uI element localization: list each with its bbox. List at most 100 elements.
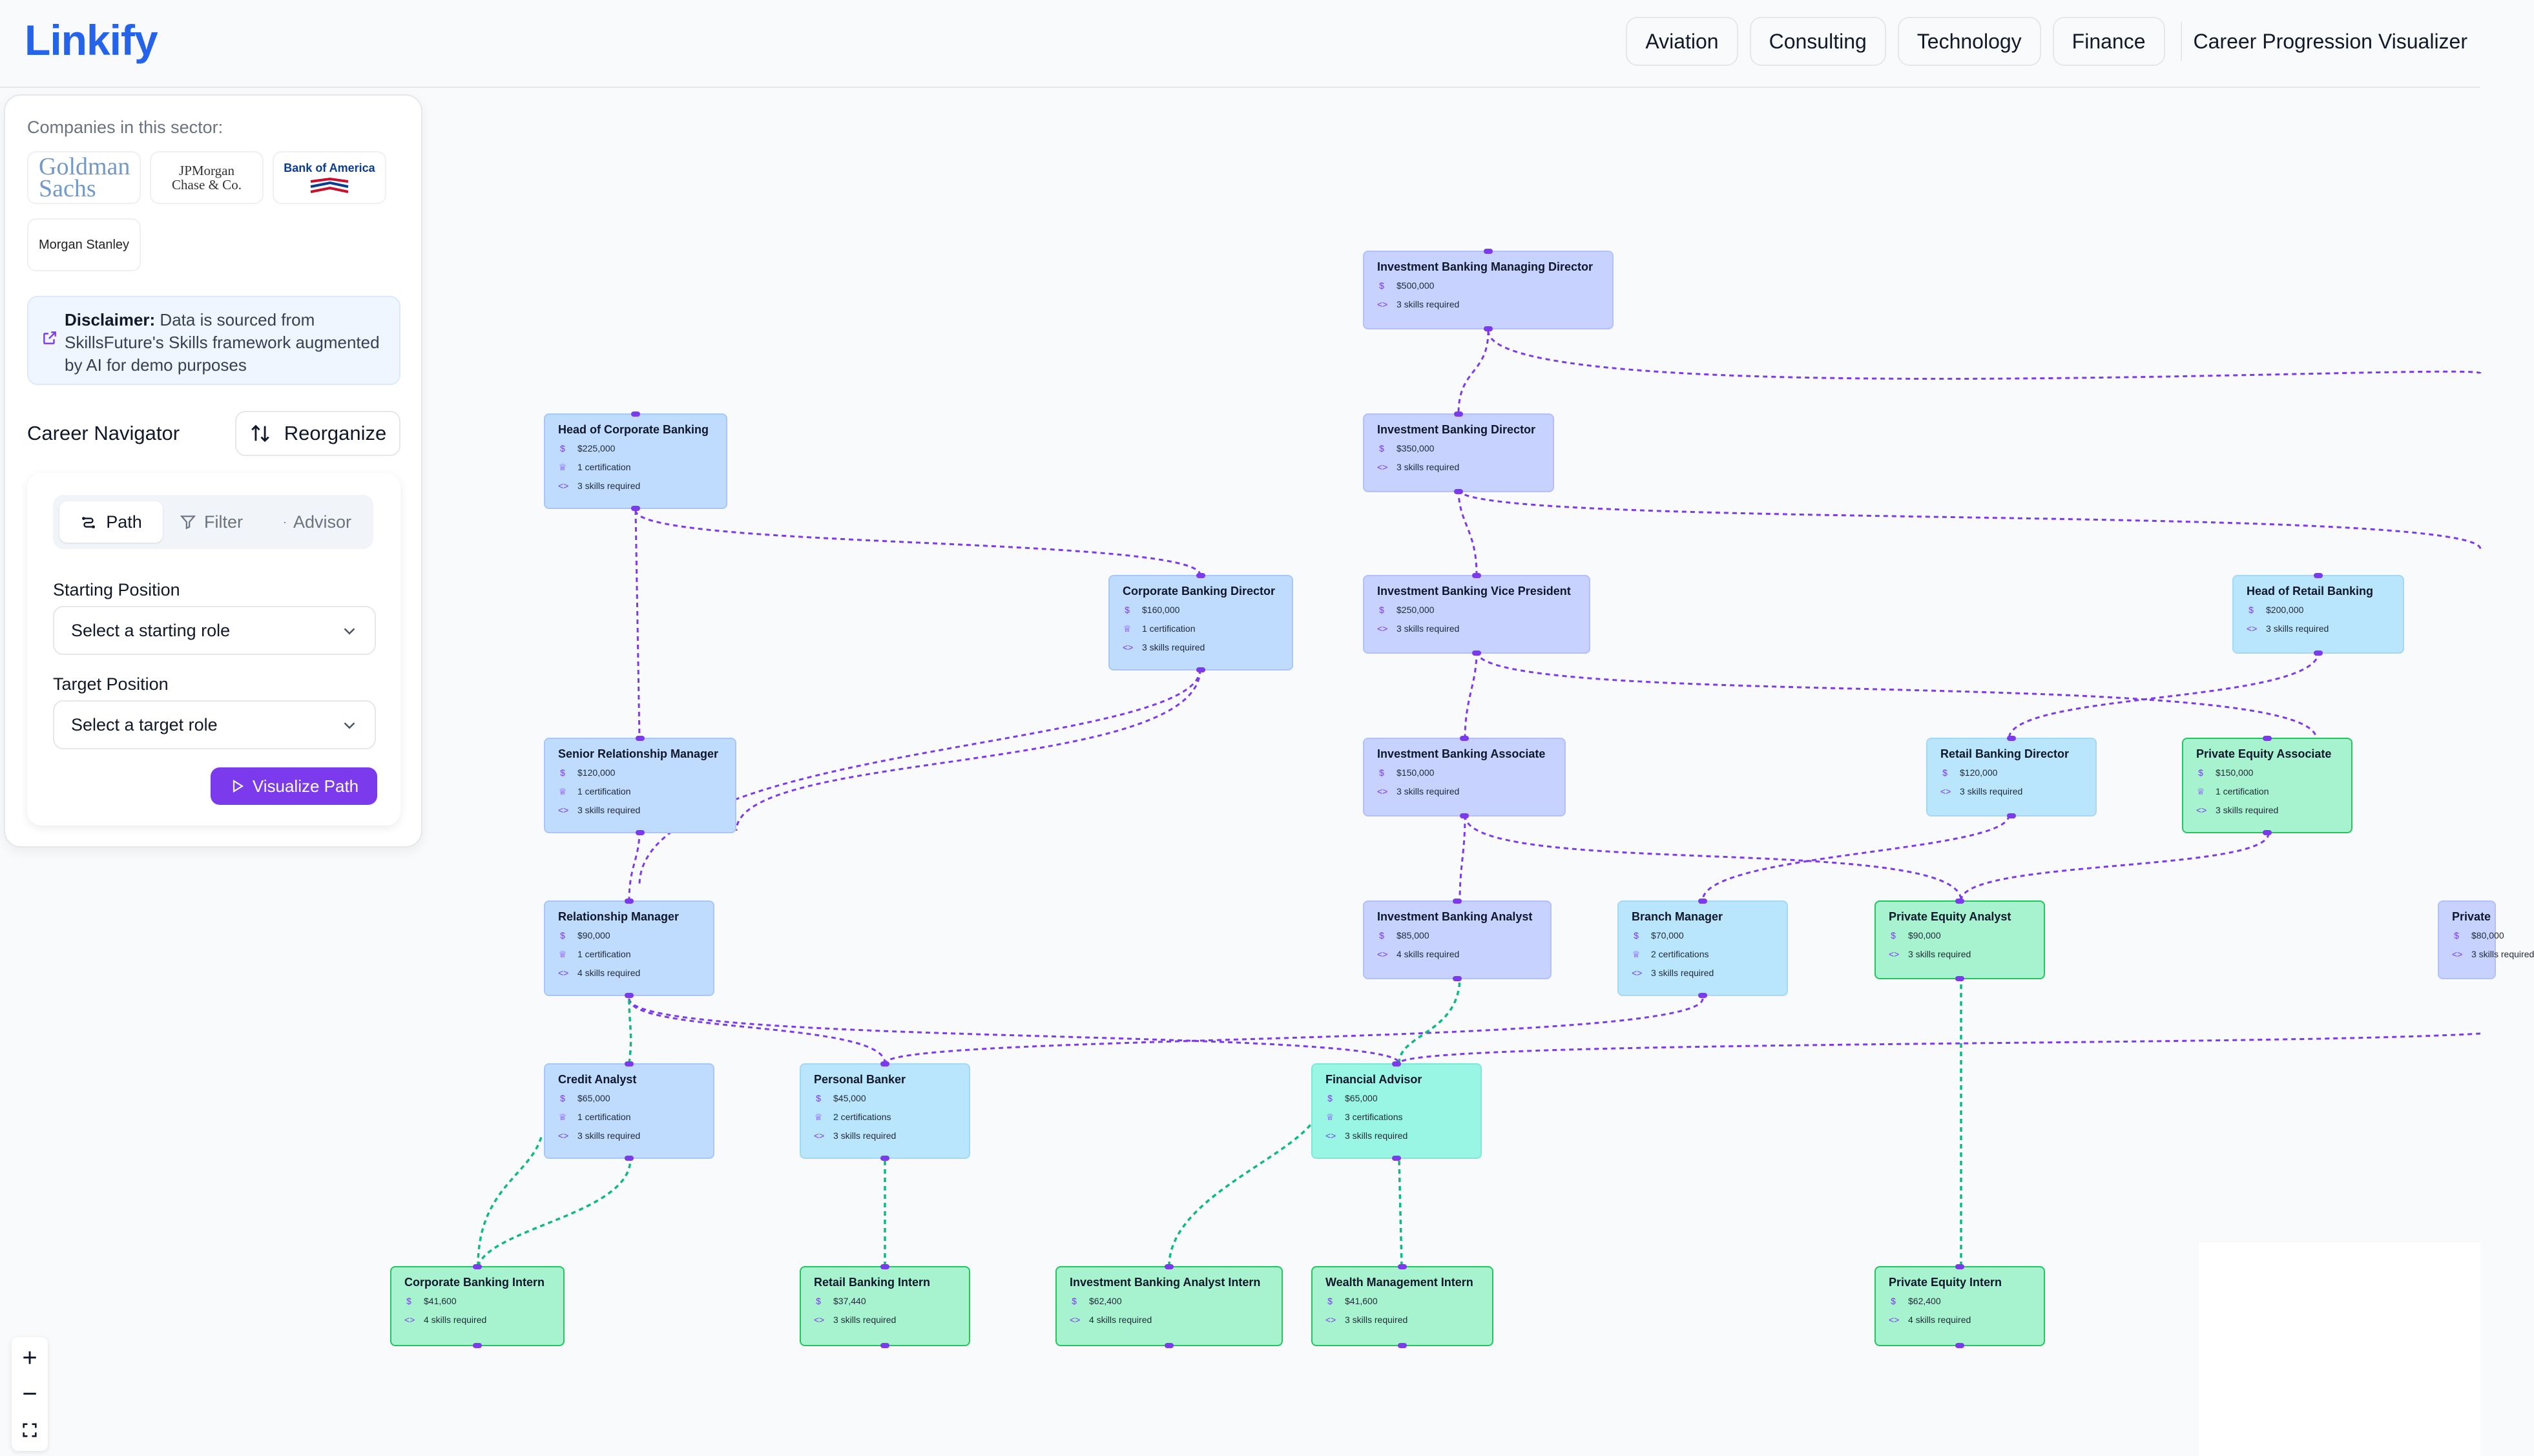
starting-role-select[interactable]: Select a starting role	[53, 606, 376, 655]
bottom-handle[interactable]	[625, 1156, 634, 1161]
bottom-handle[interactable]	[625, 993, 634, 998]
tab-filter[interactable]: Filter	[180, 501, 243, 543]
top-handle[interactable]	[636, 736, 645, 741]
top-handle[interactable]	[1955, 1264, 1964, 1269]
bottom-handle[interactable]	[880, 1156, 889, 1161]
node-wealth-management-intern[interactable]: Wealth Management Intern $$41,600 <>3 sk…	[1311, 1264, 1493, 1348]
node-private-equity-intern[interactable]: Private Equity Intern $$62,400 <>4 skill…	[1875, 1264, 2045, 1348]
nav-finance-button[interactable]: Finance	[2052, 17, 2165, 66]
node-corporate-banking-director[interactable]: Corporate Banking Director $$160,000 ♕1 …	[1108, 573, 1293, 672]
top-handle[interactable]	[1196, 573, 1205, 578]
bottom-handle[interactable]	[1698, 993, 1707, 998]
top-handle[interactable]	[2263, 736, 2272, 741]
nav-aviation-button[interactable]: Aviation	[1626, 17, 1738, 66]
top-handle[interactable]	[2314, 573, 2323, 578]
bottom-handle[interactable]	[1454, 489, 1463, 494]
top-handle[interactable]	[1392, 1061, 1401, 1066]
tab-path[interactable]: Path	[59, 501, 163, 543]
bottom-handle[interactable]	[1398, 1343, 1407, 1348]
code-icon: <>	[2196, 805, 2207, 815]
app-logo[interactable]: Linkify	[25, 16, 158, 64]
top-header: Linkify Aviation Consulting Technology F…	[0, 0, 2480, 88]
bottom-handle[interactable]	[1196, 667, 1205, 672]
edge	[628, 830, 641, 901]
node-retail-banking-director[interactable]: Retail Banking Director $$120,000 <>3 sk…	[1926, 736, 2097, 818]
node-branch-manager[interactable]: Branch Manager $$70,000 ♕2 certification…	[1617, 899, 1788, 998]
node-relationship-manager[interactable]: Relationship Manager $$90,000 ♕1 certifi…	[544, 899, 714, 998]
top-handle[interactable]	[2007, 736, 2016, 741]
reorganize-button[interactable]: Reorganize	[235, 411, 400, 456]
bottom-handle[interactable]	[1955, 1343, 1964, 1348]
node-personal-banker[interactable]: Personal Banker $$45,000 ♕2 certificatio…	[800, 1061, 970, 1161]
node-salary: $$62,400	[1889, 1295, 2044, 1307]
bottom-handle[interactable]	[1955, 976, 1964, 981]
top-handle[interactable]	[473, 1264, 482, 1269]
node-salary: $$65,000	[1325, 1092, 1480, 1105]
node-head-of-retail-banking[interactable]: Head of Retail Banking $$200,000 <>3 ski…	[2232, 573, 2404, 656]
visualize-path-button[interactable]: Visualize Path	[211, 767, 377, 805]
node-salary: $$350,000	[1377, 442, 1553, 455]
target-role-select[interactable]: Select a target role	[53, 700, 376, 749]
node-financial-advisor[interactable]: Financial Advisor $$65,000 ♕3 certificat…	[1311, 1061, 1482, 1161]
code-icon: <>	[1377, 949, 1388, 959]
node-investment-banking-director[interactable]: Investment Banking Director $$350,000 <>…	[1363, 411, 1554, 494]
bottom-handle[interactable]	[1472, 650, 1481, 656]
bottom-handle[interactable]	[2314, 650, 2323, 656]
nav-consulting-button[interactable]: Consulting	[1749, 17, 1886, 66]
bottom-handle[interactable]	[631, 506, 640, 511]
zoom-out-button[interactable]: −	[22, 1379, 37, 1408]
node-retail-banking-intern[interactable]: Retail Banking Intern $$37,440 <>3 skill…	[800, 1264, 970, 1348]
top-handle[interactable]	[631, 411, 640, 417]
company-logo-bank-of-america[interactable]: Bank of America	[273, 151, 386, 204]
company-logo-morgan-stanley[interactable]: Morgan Stanley	[27, 218, 141, 271]
node-private-partial[interactable]: Private $$80,000 <>3 skills required	[2438, 900, 2534, 979]
node-investment-banking-analyst-intern[interactable]: Investment Banking Analyst Intern $$62,4…	[1055, 1264, 1283, 1348]
node-certifications: ♕1 certification	[2196, 785, 2351, 798]
bottom-handle[interactable]	[1392, 1156, 1401, 1161]
bottom-handle[interactable]	[1460, 813, 1469, 818]
top-handle[interactable]	[625, 1061, 634, 1066]
top-handle[interactable]	[1484, 249, 1493, 254]
node-senior-relationship-manager[interactable]: Senior Relationship Manager $$120,000 ♕1…	[544, 736, 736, 835]
bottom-handle[interactable]	[2007, 813, 2016, 818]
bottom-handle[interactable]	[1484, 326, 1493, 331]
bottom-handle[interactable]	[1165, 1343, 1174, 1348]
node-investment-banking-managing-director[interactable]: Investment Banking Managing Director $$5…	[1363, 249, 1614, 331]
cert-value: 3 certifications	[1345, 1112, 1403, 1122]
top-handle[interactable]	[1454, 411, 1463, 417]
top-handle[interactable]	[1955, 899, 1964, 904]
node-investment-banking-vice-president[interactable]: Investment Banking Vice President $$250,…	[1363, 573, 1590, 656]
top-handle[interactable]	[1453, 899, 1462, 904]
node-private-equity-associate[interactable]: Private Equity Associate $$150,000 ♕1 ce…	[2182, 736, 2352, 835]
bottom-handle[interactable]	[636, 830, 645, 835]
node-investment-banking-associate[interactable]: Investment Banking Associate $$150,000 <…	[1363, 736, 1566, 818]
minimap[interactable]	[2199, 1243, 2480, 1456]
bottom-handle[interactable]	[880, 1343, 889, 1348]
zoom-in-button[interactable]: +	[22, 1343, 37, 1372]
sidebar-panel: Companies in this sector: Goldman Sachs …	[4, 94, 422, 848]
top-handle[interactable]	[1165, 1264, 1174, 1269]
top-handle[interactable]	[1398, 1264, 1407, 1269]
company-logo-goldman-sachs[interactable]: Goldman Sachs	[27, 151, 141, 204]
top-handle[interactable]	[880, 1061, 889, 1066]
node-private-equity-analyst[interactable]: Private Equity Analyst $$90,000 <>3 skil…	[1875, 899, 2045, 981]
tab-advisor[interactable]: · Advisor	[283, 501, 351, 543]
bottom-handle[interactable]	[1453, 976, 1462, 981]
award-icon: ♕	[558, 462, 567, 472]
top-handle[interactable]	[625, 899, 634, 904]
node-corporate-banking-intern[interactable]: Corporate Banking Intern $$41,600 <>4 sk…	[390, 1264, 565, 1348]
nav-technology-button[interactable]: Technology	[1897, 17, 2041, 66]
node-skills: <>3 skills required	[558, 804, 735, 816]
node-credit-analyst[interactable]: Credit Analyst $$65,000 ♕1 certification…	[544, 1061, 714, 1161]
company-logo-jpmorgan[interactable]: JPMorgan Chase & Co.	[150, 151, 264, 204]
bottom-handle[interactable]	[2263, 830, 2272, 835]
top-handle[interactable]	[1472, 573, 1481, 578]
fit-view-button[interactable]	[12, 1412, 48, 1448]
top-handle[interactable]	[1460, 736, 1469, 741]
top-handle[interactable]	[1698, 899, 1707, 904]
bottom-handle[interactable]	[473, 1343, 482, 1348]
node-head-of-corporate-banking[interactable]: Head of Corporate Banking $$225,000 ♕1 c…	[544, 411, 727, 511]
node-title: Private	[2452, 910, 2491, 923]
node-investment-banking-analyst[interactable]: Investment Banking Analyst $$85,000 <>4 …	[1363, 899, 1552, 981]
top-handle[interactable]	[880, 1264, 889, 1269]
